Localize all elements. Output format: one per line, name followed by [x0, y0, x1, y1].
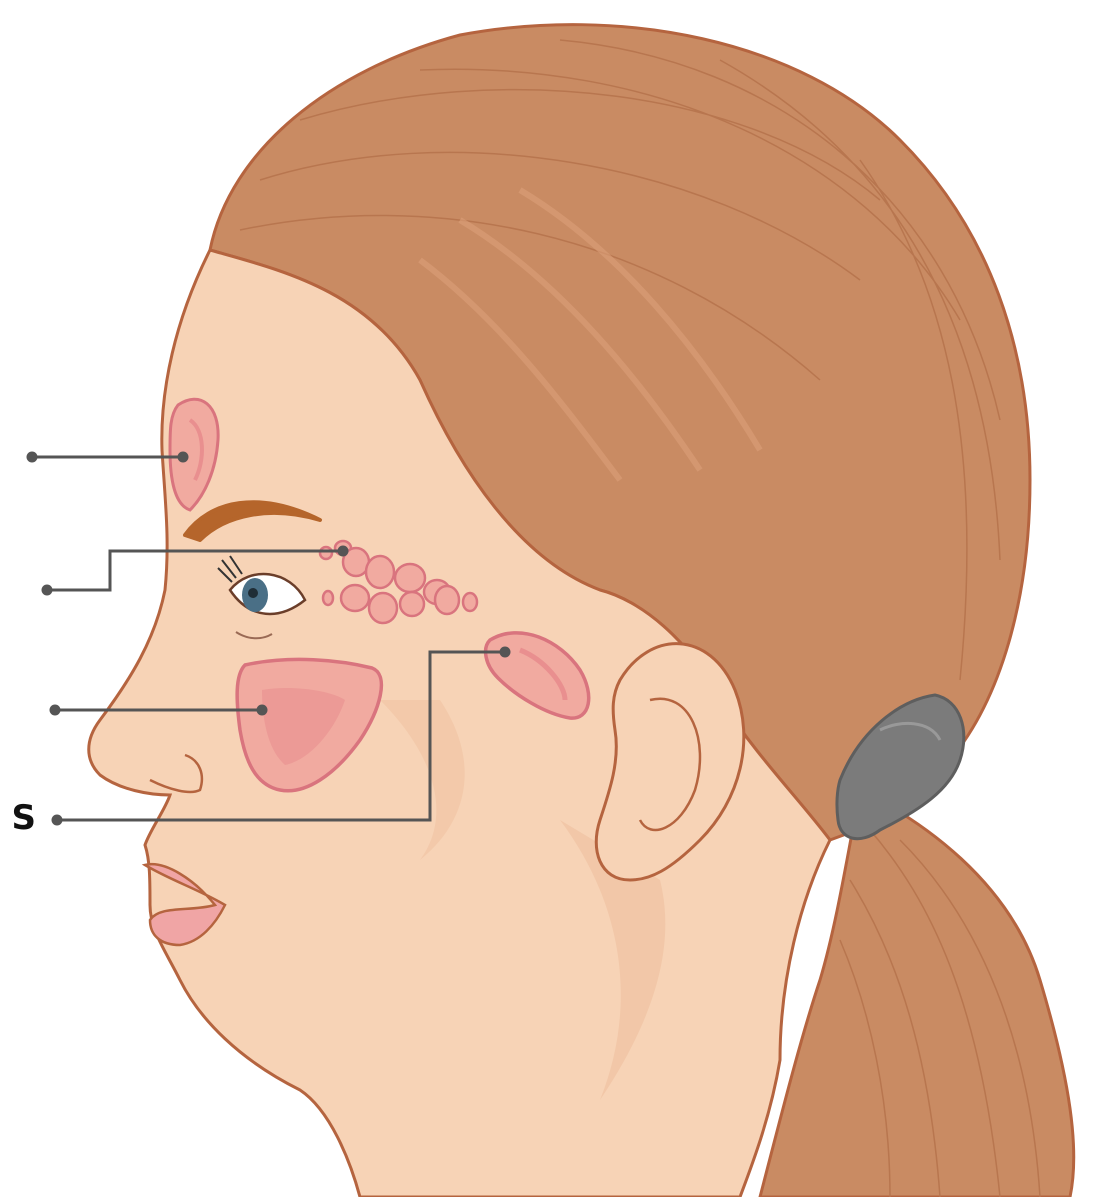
sphenoid-sinus-label: S [0, 801, 36, 835]
